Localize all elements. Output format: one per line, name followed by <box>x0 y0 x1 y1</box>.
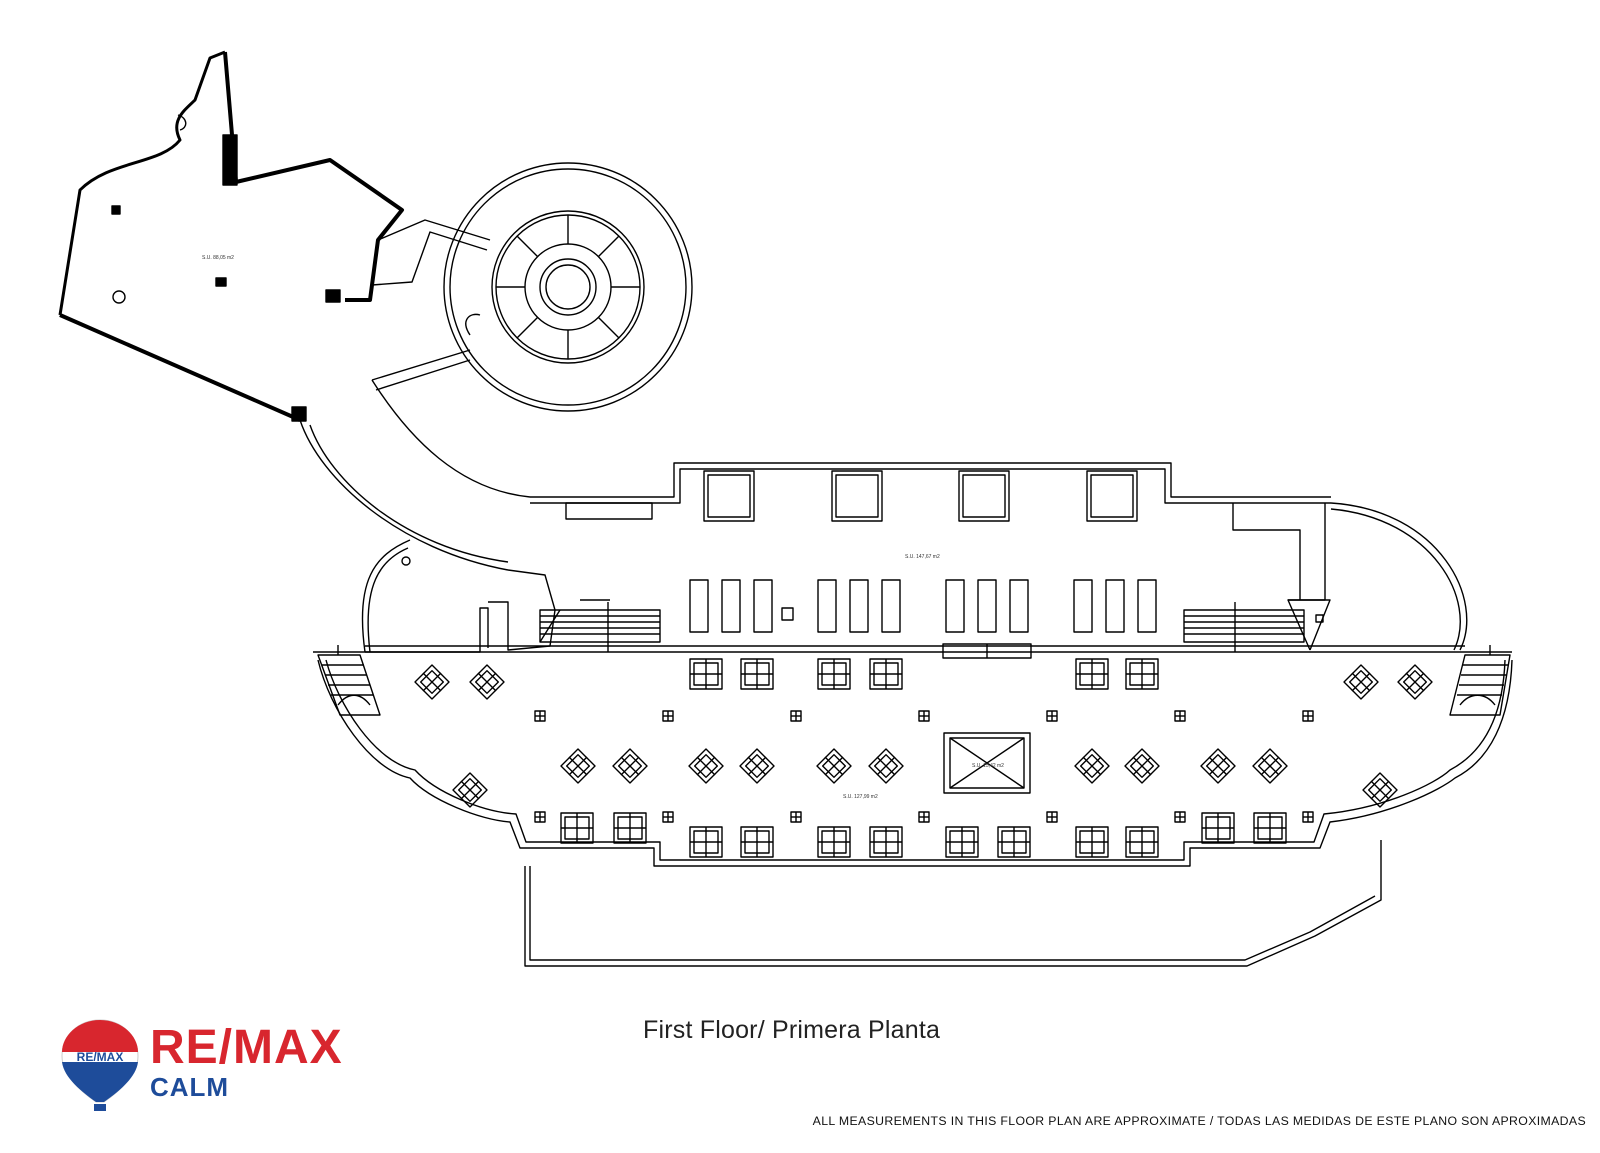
round-table-chairs <box>568 756 588 776</box>
round-table-chairs <box>747 756 767 776</box>
round-table-chairs <box>876 756 896 776</box>
square-table-top <box>873 830 899 854</box>
round-table-top <box>1367 777 1393 803</box>
square-table-top <box>744 830 770 854</box>
round-table <box>560 748 596 784</box>
round-table <box>688 748 724 784</box>
round-table <box>868 748 904 784</box>
area-label-north-hall: S.U. 147,67 m2 <box>905 554 940 560</box>
round-table-top <box>565 753 591 779</box>
balloon-label: RE/MAX <box>77 1050 124 1064</box>
circular-tower <box>443 162 693 412</box>
round-table-top <box>457 777 483 803</box>
square-table-top <box>693 662 719 686</box>
square-table-top <box>821 830 847 854</box>
corridor <box>299 219 531 571</box>
area-label-west-wing: S.U. 88,05 m2 <box>202 255 234 261</box>
round-table-top <box>1257 753 1283 779</box>
square-table-top <box>1129 830 1155 854</box>
round-table-chairs <box>1405 672 1425 692</box>
square-table-top <box>949 830 975 854</box>
round-table-top <box>873 753 899 779</box>
area-label-center-box: S.U. 15,42 m2 <box>972 763 1004 769</box>
brand-name: RE/MAX <box>150 1021 343 1074</box>
round-table-chairs <box>1082 756 1102 776</box>
round-table-chairs <box>1370 780 1390 800</box>
round-table-chairs <box>460 780 480 800</box>
square-table-top <box>1257 816 1283 840</box>
round-table-top <box>474 669 500 695</box>
round-table-top <box>744 753 770 779</box>
square-table-top <box>1205 816 1231 840</box>
main-terrace: S.U. 15,42 m2 S.U. 127,99 m2 <box>313 502 1513 967</box>
round-table-chairs <box>1132 756 1152 776</box>
square-table-top <box>693 830 719 854</box>
square-table-top <box>617 816 643 840</box>
round-table-top <box>1129 753 1155 779</box>
round-table-chairs <box>422 672 442 692</box>
round-table <box>1200 748 1236 784</box>
square-table-top <box>821 662 847 686</box>
round-table-chairs <box>620 756 640 776</box>
round-table <box>739 748 775 784</box>
round-table-top <box>617 753 643 779</box>
square-table-top <box>1079 830 1105 854</box>
remax-logo: RE/MAX RE/MAX CALM <box>60 1018 360 1118</box>
round-table-chairs <box>824 756 844 776</box>
round-table <box>1362 772 1398 808</box>
round-table-chairs <box>1260 756 1280 776</box>
round-table-top <box>1079 753 1105 779</box>
square-table-top <box>744 662 770 686</box>
round-table <box>469 664 505 700</box>
round-table <box>1397 664 1433 700</box>
round-table <box>1074 748 1110 784</box>
round-table-top <box>1205 753 1231 779</box>
north-hall: S.U. 147,67 m2 <box>530 462 1331 659</box>
round-table-top <box>1402 669 1428 695</box>
round-table-chairs <box>1351 672 1371 692</box>
square-table-top <box>1129 662 1155 686</box>
round-table <box>816 748 852 784</box>
balloon-icon: RE/MAX <box>61 1019 139 1111</box>
round-table-chairs <box>1208 756 1228 776</box>
floor-title: First Floor/ Primera Planta <box>643 1016 941 1044</box>
square-table-top <box>1079 662 1105 686</box>
measurement-disclaimer: ALL MEASUREMENTS IN THIS FLOOR PLAN ARE … <box>812 1114 1586 1128</box>
square-table-top <box>564 816 590 840</box>
round-table-top <box>419 669 445 695</box>
round-table-top <box>693 753 719 779</box>
west-wing: S.U. 88,05 m2 <box>58 50 404 422</box>
square-table-top <box>1001 830 1027 854</box>
round-table-top <box>821 753 847 779</box>
round-table <box>452 772 488 808</box>
square-table-top <box>873 662 899 686</box>
round-table-chairs <box>696 756 716 776</box>
round-table-chairs <box>477 672 497 692</box>
round-table <box>1252 748 1288 784</box>
round-table <box>612 748 648 784</box>
terrace-furniture <box>414 658 1433 858</box>
round-table-top <box>1348 669 1374 695</box>
round-table <box>1343 664 1379 700</box>
round-table <box>414 664 450 700</box>
area-label-main-terrace: S.U. 127,99 m2 <box>843 794 878 800</box>
round-table <box>1124 748 1160 784</box>
office-name: CALM <box>150 1072 230 1102</box>
